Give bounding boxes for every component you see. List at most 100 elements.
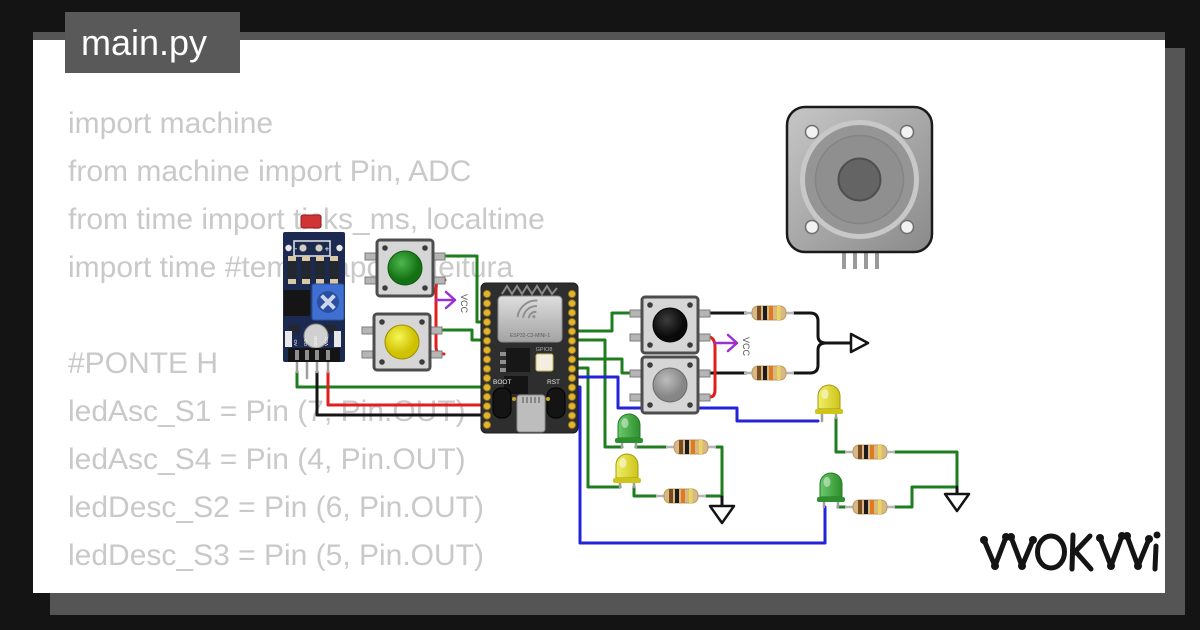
file-tab[interactable]: main.py xyxy=(65,12,240,73)
sensor-pins xyxy=(295,350,330,360)
wifi-icon xyxy=(516,299,538,319)
wire-sensor-gnd-to-esp32 xyxy=(315,370,489,417)
silkscreen xyxy=(334,331,341,347)
sensor-hole xyxy=(285,244,292,252)
wire-sensor-ao-to-esp32 xyxy=(295,370,489,389)
button-cap-green[interactable] xyxy=(387,250,423,286)
wire-esp32-to-black-button xyxy=(570,311,634,333)
wire-yellow-button-to-esp32 xyxy=(440,328,489,342)
pushbutton-gray[interactable] xyxy=(629,355,711,415)
esp32-shield xyxy=(497,295,563,343)
resistor xyxy=(744,365,794,381)
resistor xyxy=(845,444,895,460)
mounting-hole xyxy=(899,219,915,235)
ldr-sensor-module: - + AO DO GND VCC xyxy=(283,214,345,380)
wire-vcc-left xyxy=(434,278,447,356)
wire-esp32-to-yellow-led1 xyxy=(570,366,622,489)
sensor-hole xyxy=(314,243,324,253)
esp32-chip-label: ESP32-C3-MINI-1 xyxy=(510,333,551,339)
plus-mark: + xyxy=(325,245,330,254)
usb-connector xyxy=(516,394,546,433)
led-green xyxy=(817,472,845,509)
esp32-c3-board: ESP32-C3-MINI-1 GPIO8 BOOT RST xyxy=(480,282,579,434)
ground-symbol xyxy=(708,504,736,525)
vcc-label: VCC xyxy=(741,337,751,357)
trimmer-potentiometer[interactable] xyxy=(311,283,345,321)
wire-resistor2-to-arrow xyxy=(792,341,828,375)
flash-chip xyxy=(504,376,528,394)
wire-esp32-to-gray-button xyxy=(570,357,634,375)
rst-label: RST xyxy=(547,379,560,386)
button-cap-gray[interactable] xyxy=(652,367,688,403)
sensor-pin-label: GND xyxy=(313,335,318,346)
wire-led-y2-to-resistor xyxy=(834,416,847,454)
file-name: main.py xyxy=(81,22,208,63)
smd-components xyxy=(287,256,339,284)
code-line: ledDesc_S2 = Pin (6, Pin.OUT) xyxy=(68,491,485,524)
pushbutton-black[interactable] xyxy=(629,295,711,355)
mounting-hole xyxy=(804,124,820,140)
wire-led-y1-to-resistor xyxy=(632,485,658,498)
motor-pin xyxy=(842,252,846,269)
sensor-hole xyxy=(336,244,343,252)
ground-symbol xyxy=(943,492,971,513)
button-cap-yellow[interactable] xyxy=(384,324,420,360)
wire-resistor6-to-gnd xyxy=(893,485,959,509)
rst-button[interactable] xyxy=(546,387,566,419)
sensor-pin-label: DO xyxy=(303,339,308,346)
esp32-left-pins xyxy=(482,289,492,429)
smd-resistor xyxy=(289,325,300,333)
code-line: import machine xyxy=(68,107,274,140)
motor-pin xyxy=(853,252,857,269)
code-line: ledAsc_S4 = Pin (4, Pin.OUT) xyxy=(68,443,466,476)
voltage-regulator xyxy=(506,348,530,372)
sensor-hole xyxy=(298,243,308,253)
esp32-right-pins xyxy=(567,289,577,429)
wire-vcc-right xyxy=(708,335,717,399)
smd-resistor xyxy=(322,325,336,333)
code-line: ledAsc_S1 = Pin (7, Pin.OUT) xyxy=(68,395,466,428)
code-line: from time import ticks_ms, localtime xyxy=(68,203,545,236)
wokwi-logo xyxy=(980,531,1161,572)
wire-esp32-to-green-led1 xyxy=(570,338,624,449)
gpio8-label: GPIO8 xyxy=(536,347,553,353)
vcc-symbol: VCC xyxy=(434,290,469,314)
led-yellow xyxy=(815,384,843,423)
minus-mark: - xyxy=(295,244,298,253)
sensor-pin-label: VCC xyxy=(324,336,329,346)
boot-button[interactable] xyxy=(492,387,512,419)
wire-resistor1-to-arrow xyxy=(792,311,853,345)
vcc-symbol: VCC xyxy=(713,333,751,357)
stepper-motor xyxy=(785,105,934,269)
mounting-hole xyxy=(804,219,820,235)
led-yellow xyxy=(613,453,641,489)
motor-shaft xyxy=(837,157,882,202)
sensor-pin-label: AO xyxy=(293,339,298,346)
pushbutton-yellow[interactable] xyxy=(361,312,443,372)
boot-label: BOOT xyxy=(493,379,511,386)
code-line: #PONTE H xyxy=(68,347,219,380)
sensor-header-outline xyxy=(293,240,331,257)
antenna xyxy=(501,284,558,296)
wire-resistor3-to-gnd xyxy=(714,445,724,499)
led-green xyxy=(615,413,643,449)
usb-pins xyxy=(522,397,540,403)
code-line: ledDesc_S3 = Pin (5, Pin.OUT) xyxy=(68,539,485,572)
gpio8-led xyxy=(535,353,554,372)
resistor xyxy=(666,439,716,455)
wire-resistor5-to-gnd xyxy=(893,450,959,489)
pushbutton-green[interactable] xyxy=(364,238,446,298)
vcc-label: VCC xyxy=(459,294,469,314)
resistor xyxy=(744,305,794,321)
mounting-hole xyxy=(899,124,915,140)
silkscreen xyxy=(285,331,292,347)
motor-pin xyxy=(875,252,879,269)
signal-arrow xyxy=(849,332,870,354)
comparator-ic xyxy=(284,290,310,316)
resistor xyxy=(845,499,895,515)
motor-pin xyxy=(864,252,868,269)
preview-card xyxy=(33,32,1165,593)
button-cap-black[interactable] xyxy=(652,307,688,343)
